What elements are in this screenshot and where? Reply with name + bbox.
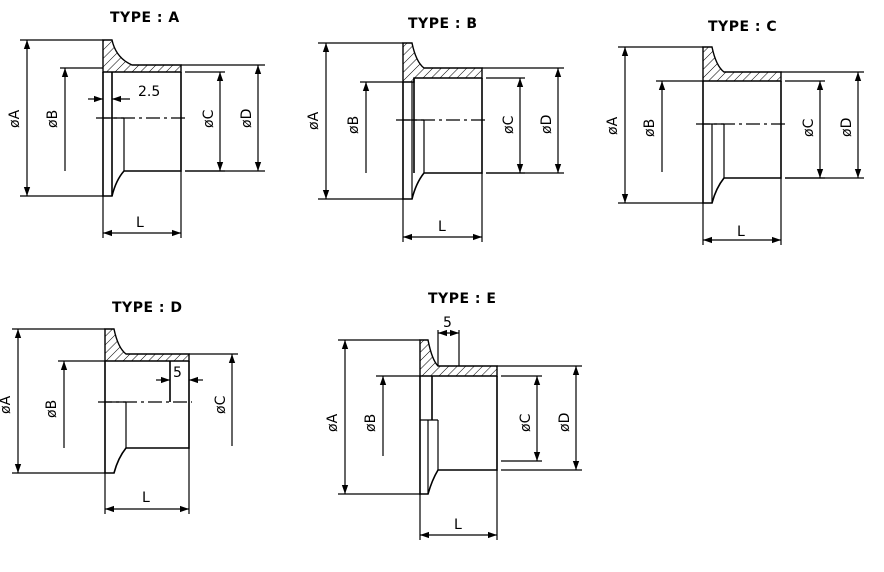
type-c-fitting [696,46,785,204]
type-e-dimensions [338,329,582,540]
type-d-dimensions [12,328,238,514]
type-d-fitting [98,328,192,474]
type-a-dia-d-label: øD [239,109,255,128]
type-e-fitting [419,339,498,495]
type-e-dia-c-label: øC [518,413,534,432]
type-e-title: TYPE : E [428,291,496,307]
type-a-dimensions [20,39,265,238]
type-e-length-label: L [454,517,462,533]
type-b-dia-d-label: øD [539,115,555,134]
type-a-thickness-label: 2.5 [138,84,160,100]
type-d-dia-b-label: øB [44,400,60,418]
type-e-dia-d-label: øD [557,413,573,432]
type-e-thickness-label: 5 [443,315,452,331]
type-d-thickness-label: 5 [173,365,182,381]
type-a-title: TYPE : A [110,10,180,26]
type-c-dimensions [618,46,864,245]
type-d-dia-a-label: øA [0,395,14,414]
type-a-dia-c-label: øC [201,109,217,128]
diagram-type-e: TYPE : E 5 [325,291,582,540]
type-c-dia-b-label: øB [642,119,658,137]
type-b-fitting [396,42,486,200]
type-a-fitting [96,39,186,197]
diagram-type-b: TYPE : B øA øB øC [306,16,564,242]
type-b-dia-a-label: øA [306,111,322,130]
diagram-type-a: TYPE : A 2.5 øA [7,10,265,238]
type-b-dimensions [318,42,564,242]
type-c-dia-c-label: øC [801,118,817,137]
type-b-length-label: L [438,219,446,235]
type-b-title: TYPE : B [408,16,478,32]
type-e-dia-b-label: øB [363,414,379,432]
type-d-title: TYPE : D [112,300,182,316]
type-b-dia-c-label: øC [501,115,517,134]
type-d-dia-c-label: øC [213,395,229,414]
type-c-title: TYPE : C [708,19,777,35]
type-a-length-label: L [136,215,144,231]
type-c-dia-d-label: øD [839,118,855,137]
type-c-length-label: L [737,224,745,240]
type-b-dia-b-label: øB [346,116,362,134]
diagram-type-d: TYPE : D 5 øA øB øC L [0,300,238,514]
type-d-length-label: L [142,490,150,506]
type-a-dia-a-label: øA [7,109,23,128]
type-c-dia-a-label: øA [605,116,621,135]
type-e-dia-a-label: øA [325,413,341,432]
diagram-type-c: TYPE : C øA øB øC øD [605,19,864,245]
type-a-dia-b-label: øB [45,110,61,128]
